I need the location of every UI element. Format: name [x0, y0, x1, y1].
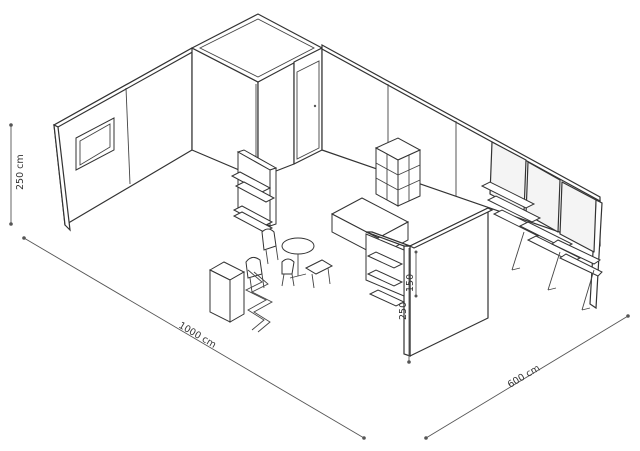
height-dimension: 250 cm: [9, 123, 26, 226]
shelf-height-label: 150: [405, 274, 416, 292]
depth-label: 600 cm: [506, 363, 542, 391]
storage-room-top-inner: [198, 18, 315, 78]
partition-height-dimension: 250: [398, 248, 411, 364]
cube-shelf: [374, 137, 422, 207]
left-wall-end-edge: [53, 123, 71, 232]
door-handle: [313, 104, 317, 108]
partition-height-label: 250: [398, 302, 409, 320]
display-stand-left: [230, 149, 278, 233]
door-wall: [293, 47, 323, 165]
front-partition: [365, 207, 494, 357]
shelf-height-dimension: 150: [405, 250, 418, 298]
table-and-chairs: [245, 228, 334, 293]
wall-screen: [75, 117, 115, 171]
wall-screen-inner: [79, 123, 111, 166]
height-label: 250 cm: [15, 154, 26, 190]
storage-door: [296, 60, 320, 160]
right-back-wall-top-edge: [321, 43, 601, 203]
length-label: 1000 cm: [176, 320, 218, 351]
wall-panel-seam: [125, 87, 131, 185]
info-kiosk: [208, 261, 273, 333]
left-back-wall: [53, 47, 193, 226]
wall-shelving-units: [480, 141, 603, 311]
